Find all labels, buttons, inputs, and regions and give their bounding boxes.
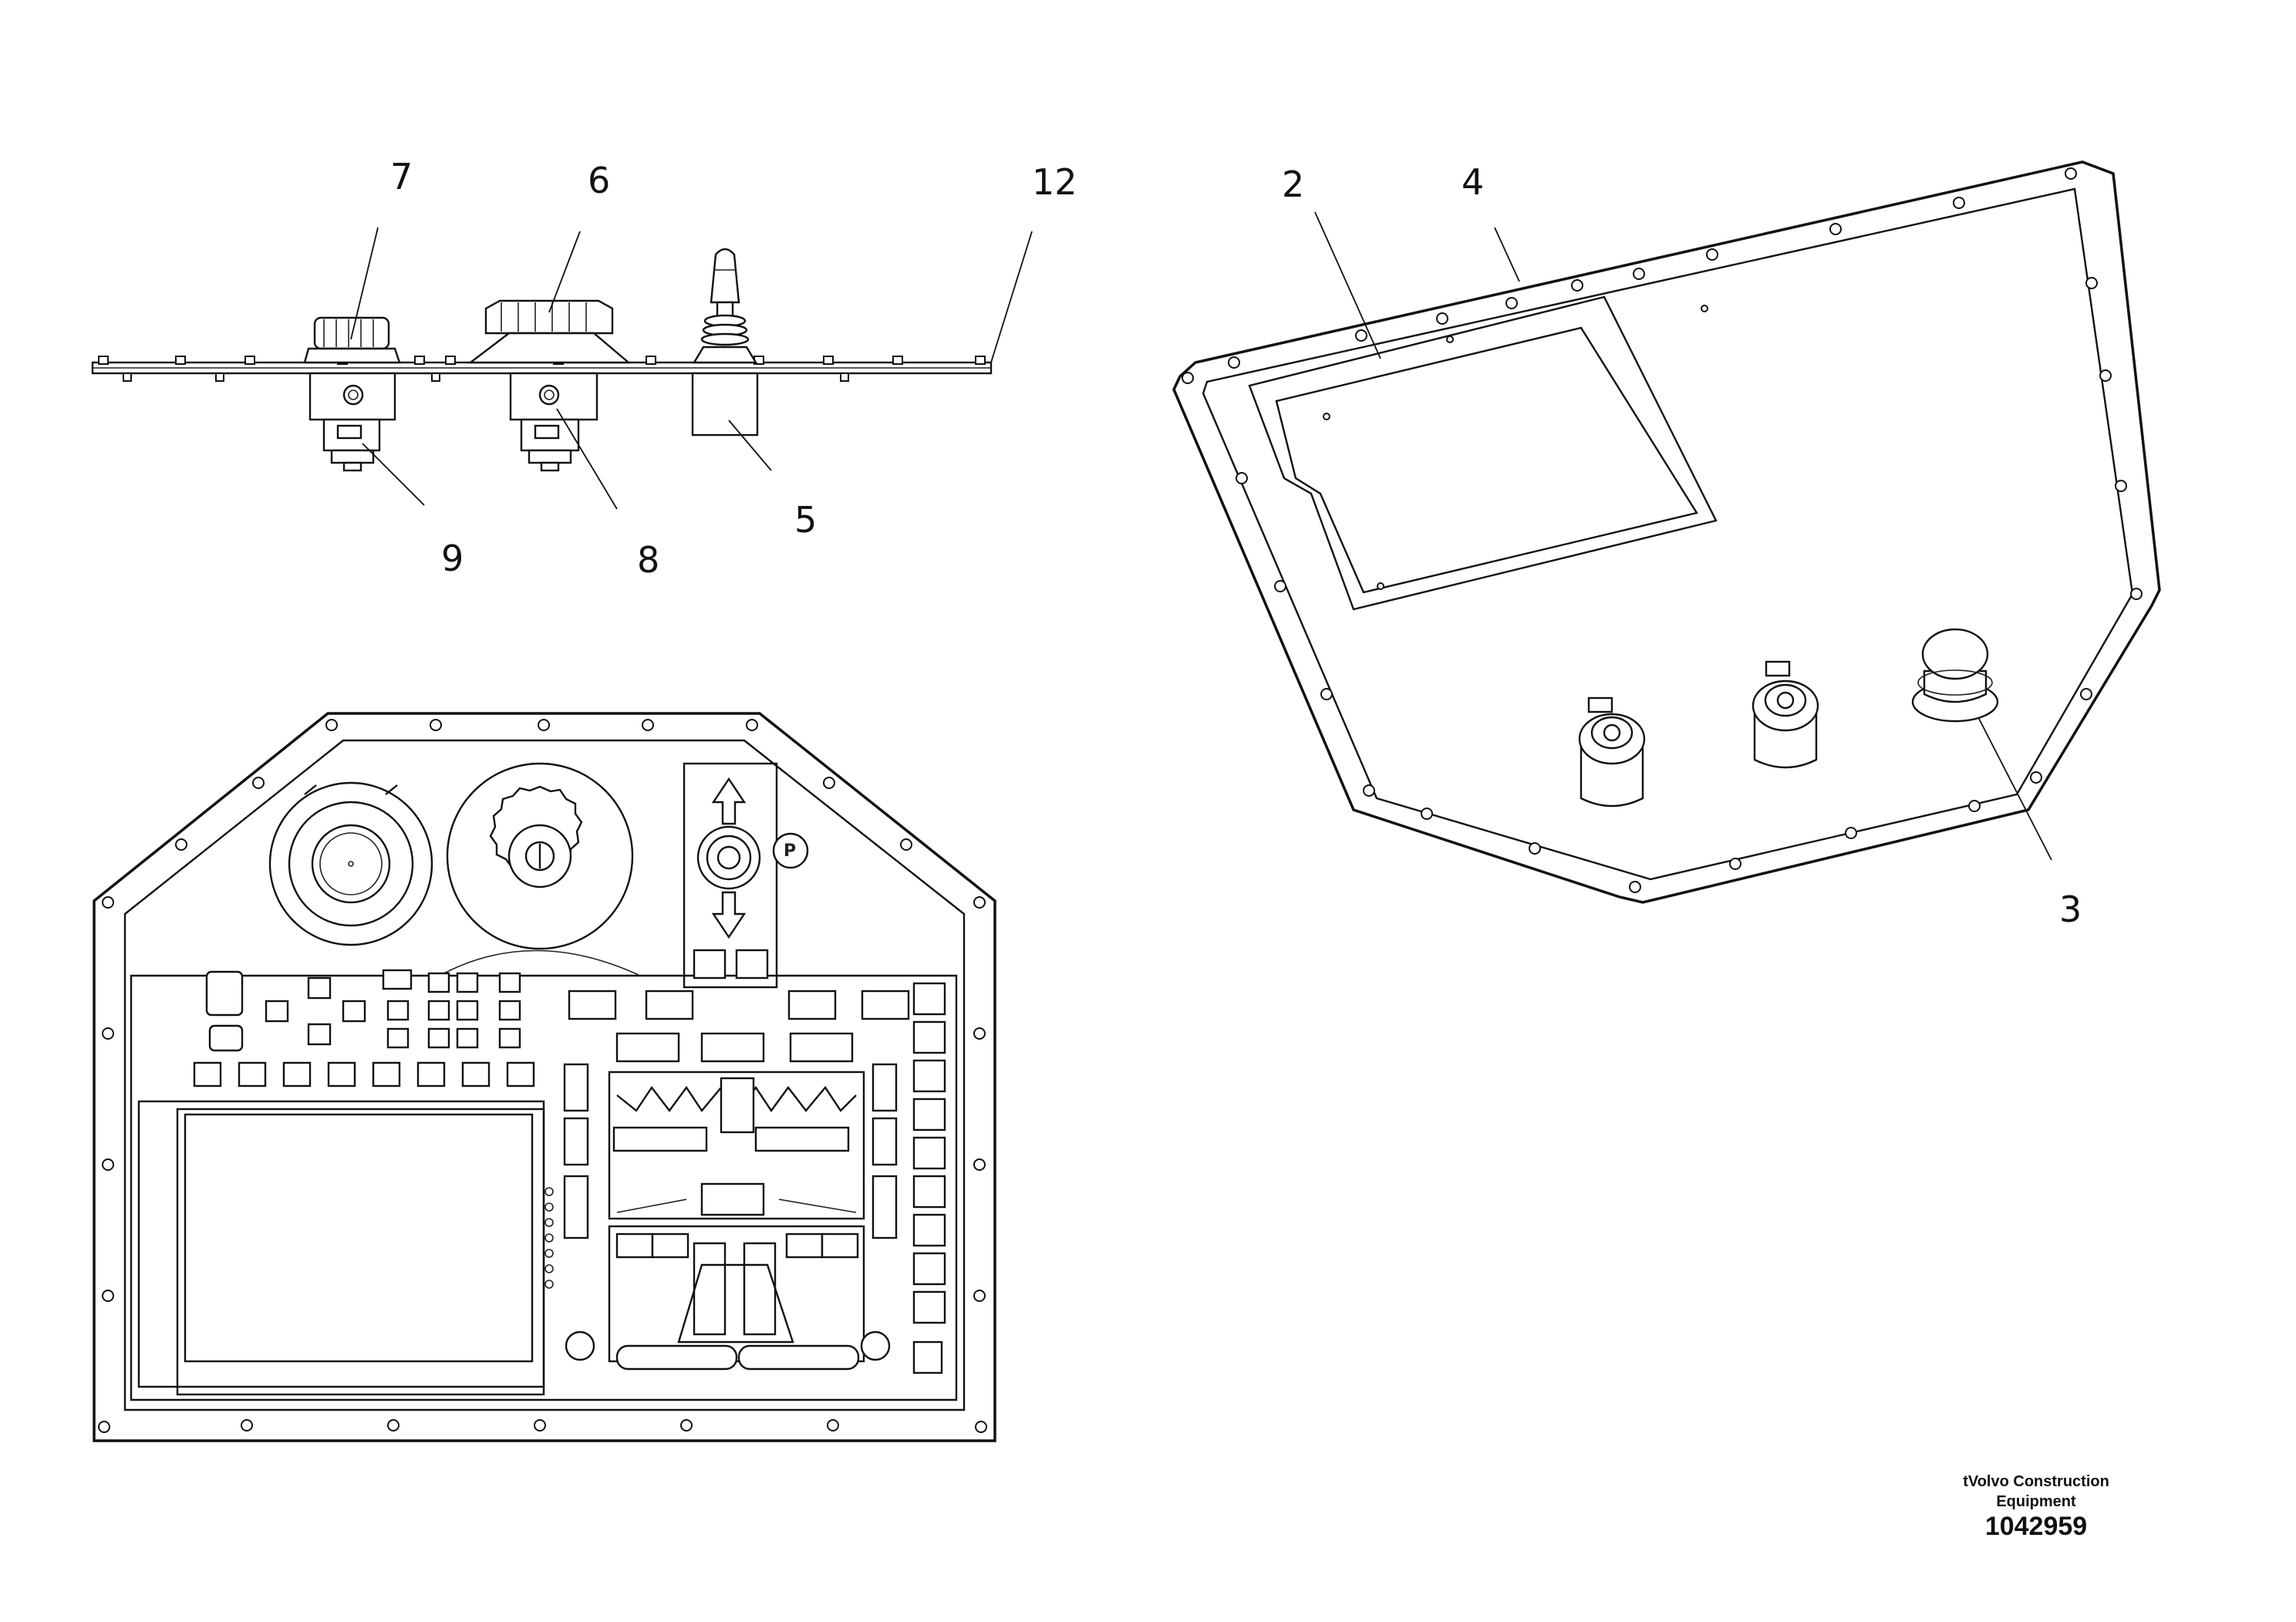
footer-company: tVolvo Construction Equipment xyxy=(1963,1473,2109,1510)
callout-labels: 7 6 12 9 8 5 2 4 3 xyxy=(390,156,2082,930)
plate-bolts xyxy=(98,356,986,382)
rotary-control-left xyxy=(1578,696,1646,808)
callout-7: 7 xyxy=(390,156,413,197)
leader-lines xyxy=(350,211,2052,861)
large-dial xyxy=(446,762,634,950)
small-dial xyxy=(268,781,433,946)
callout-8: 8 xyxy=(637,539,659,581)
angled-panel-view xyxy=(1172,160,2161,904)
display-screen xyxy=(137,1100,554,1396)
joystick-front: P xyxy=(683,762,809,989)
screed-controls xyxy=(563,982,946,1374)
callout-9: 9 xyxy=(441,538,464,579)
callout-2: 2 xyxy=(1282,164,1304,205)
footer-part-number: 1042959 xyxy=(1984,1512,2088,1541)
front-panel-view: P xyxy=(93,712,996,1442)
front-bolts xyxy=(98,719,987,1433)
callout-5: 5 xyxy=(794,499,817,541)
callout-12: 12 xyxy=(1032,161,1077,203)
knob-small-side xyxy=(303,316,401,472)
knob-large-side xyxy=(467,299,632,472)
emergency-stop-button xyxy=(1911,628,1999,723)
parking-label: P xyxy=(784,841,796,861)
callout-3: 3 xyxy=(2059,889,2082,930)
callout-4: 4 xyxy=(1462,161,1484,203)
rotary-control-right xyxy=(1752,660,1819,769)
side-view-assembly xyxy=(91,248,993,472)
callout-6: 6 xyxy=(588,160,610,201)
left-keypad xyxy=(193,969,535,1088)
angled-bolts xyxy=(1182,167,2143,893)
joystick-side xyxy=(691,248,759,437)
